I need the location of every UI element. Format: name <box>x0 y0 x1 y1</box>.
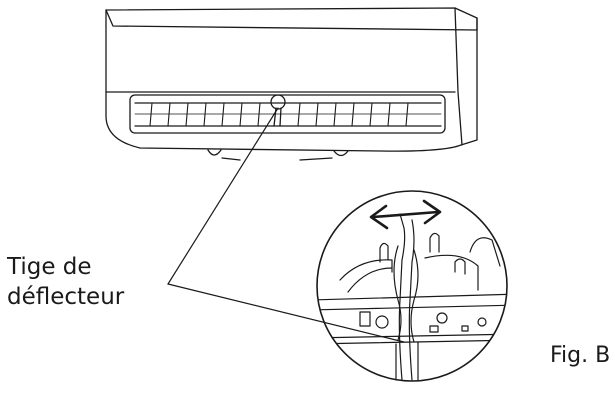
leader-lines <box>167 107 405 343</box>
deflector-rod-stem <box>273 107 282 127</box>
callout-label-line-2: déflecteur <box>7 284 125 310</box>
unit-underside-ridge <box>221 157 333 161</box>
unit-underside-bump-right <box>333 150 349 157</box>
indoor-unit <box>105 7 478 161</box>
leader-line-to-detail <box>167 283 405 343</box>
detail-magnifier <box>316 190 508 382</box>
unit-underside-bump-left <box>207 149 222 156</box>
detail-circle <box>316 190 508 382</box>
double-arrow-horizontal-icon <box>369 199 442 230</box>
louver-area <box>129 94 446 134</box>
louver-frame <box>129 94 446 134</box>
deflector-rod-knob <box>270 94 286 110</box>
detail-deflector-rod <box>398 213 406 381</box>
callout-label-line-1: Tige de <box>7 254 92 280</box>
leader-line-to-unit <box>167 107 279 285</box>
deflector-blades <box>149 102 409 127</box>
figure-label: Fig. B <box>550 343 611 368</box>
unit-top-surface <box>105 7 478 31</box>
unit-front-panel <box>105 9 478 152</box>
unit-side-edge <box>454 7 463 146</box>
